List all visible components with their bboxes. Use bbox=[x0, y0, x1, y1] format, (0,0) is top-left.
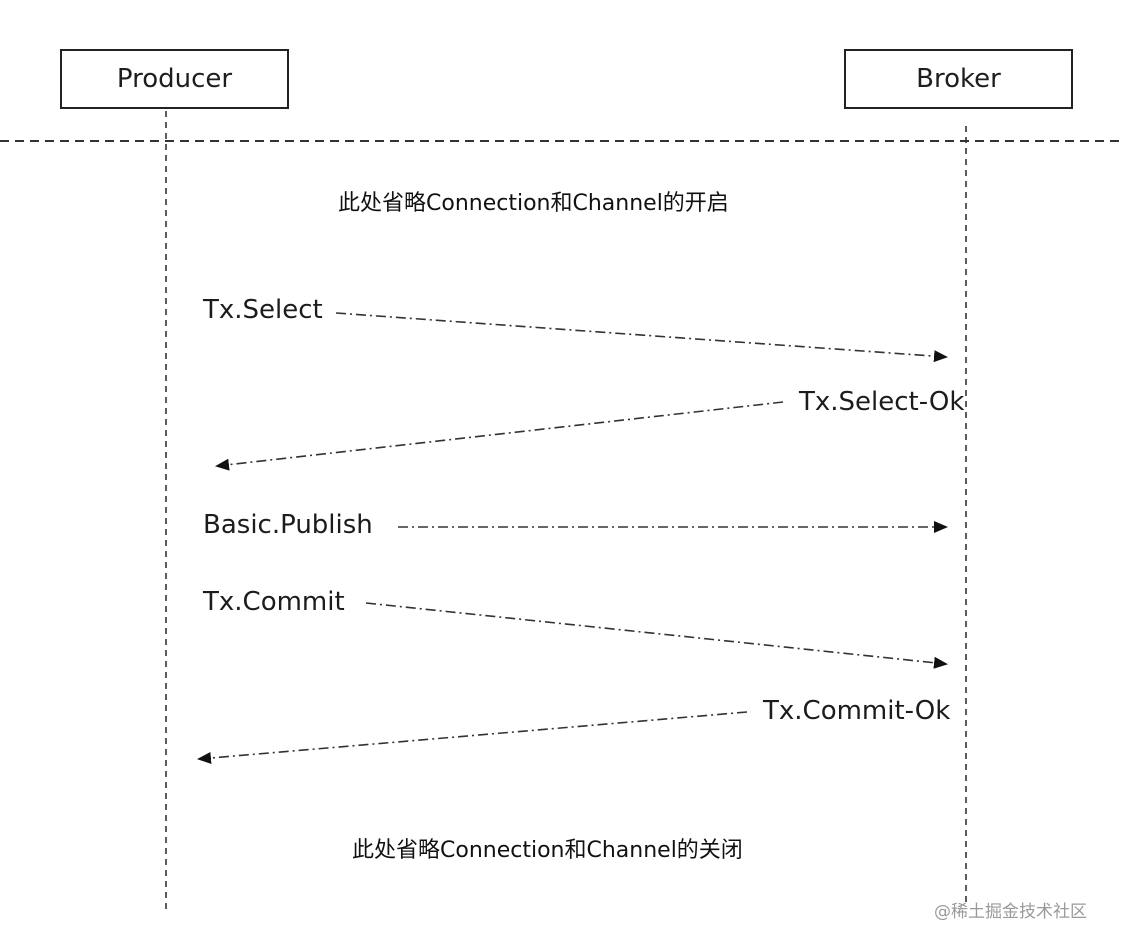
message-label-tx-commit-ok: Tx.Commit-Ok bbox=[763, 696, 951, 726]
message-label-tx-commit: Tx.Commit bbox=[203, 587, 345, 617]
producer-actor-box: Producer bbox=[60, 49, 289, 109]
message-arrow-tx-commit bbox=[365, 602, 948, 669]
message-label-tx-select-ok: Tx.Select-Ok bbox=[799, 387, 965, 417]
message-label-tx-select: Tx.Select bbox=[203, 295, 323, 325]
message-arrow-tx-select bbox=[335, 312, 948, 363]
message-label-basic-publish: Basic.Publish bbox=[203, 510, 373, 540]
broker-actor-label: Broker bbox=[916, 64, 1001, 94]
producer-actor-label: Producer bbox=[116, 64, 233, 94]
note-connection-open: 此处省略Connection和Channel的开启 bbox=[338, 191, 729, 216]
watermark: @稀土掘金技术社区 bbox=[934, 902, 1087, 922]
message-arrow-tx-select-ok bbox=[215, 401, 784, 471]
message-arrow-tx-commit-ok bbox=[197, 711, 748, 764]
note-connection-close: 此处省略Connection和Channel的关闭 bbox=[352, 838, 743, 863]
broker-actor-box: Broker bbox=[844, 49, 1073, 109]
